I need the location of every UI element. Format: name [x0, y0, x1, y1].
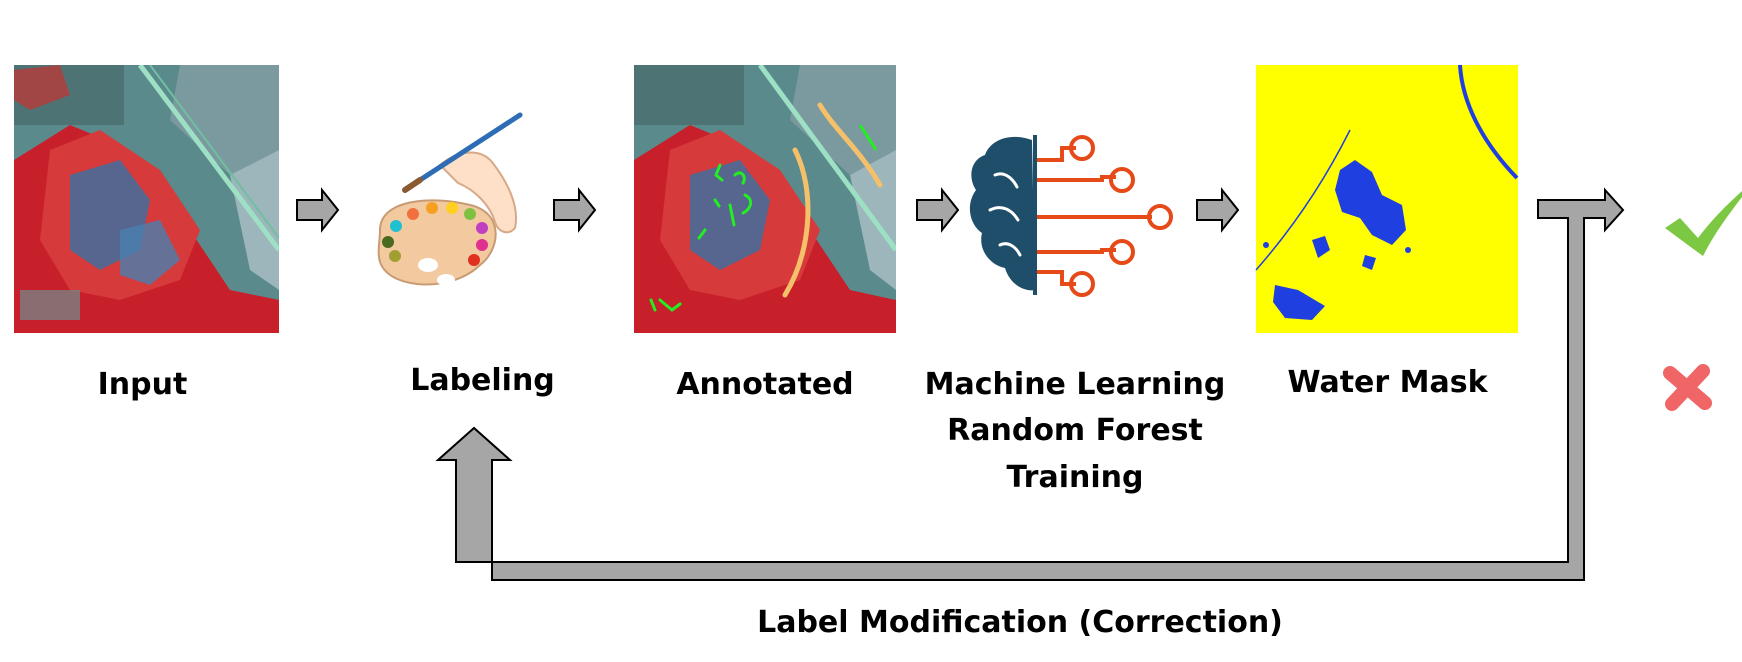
label-ml-line3: Training — [1006, 460, 1144, 495]
right-arrow-icon — [916, 187, 960, 233]
label-correction: Label Modification (Correction) — [757, 605, 1283, 640]
label-ml-line1: Machine Learning — [924, 367, 1226, 402]
palette-icon — [377, 112, 523, 286]
right-arrow-icon — [296, 187, 340, 233]
label-labeling: Labeling — [410, 363, 555, 398]
checkmark-icon — [1665, 191, 1742, 256]
right-arrow-icon — [553, 187, 597, 233]
label-input: Input — [97, 367, 188, 402]
input-image — [14, 65, 279, 333]
feedback-loop-arrow — [435, 187, 1625, 581]
right-arrow-icon — [1196, 187, 1240, 233]
water-mask-image — [1255, 64, 1519, 333]
label-annotated: Annotated — [676, 367, 854, 402]
label-ml-line2: Random Forest — [947, 413, 1203, 448]
label-water-mask: Water Mask — [1287, 365, 1488, 400]
brain-circuit-icon — [969, 135, 1173, 297]
cross-icon — [1663, 364, 1712, 411]
annotated-image — [634, 65, 896, 333]
